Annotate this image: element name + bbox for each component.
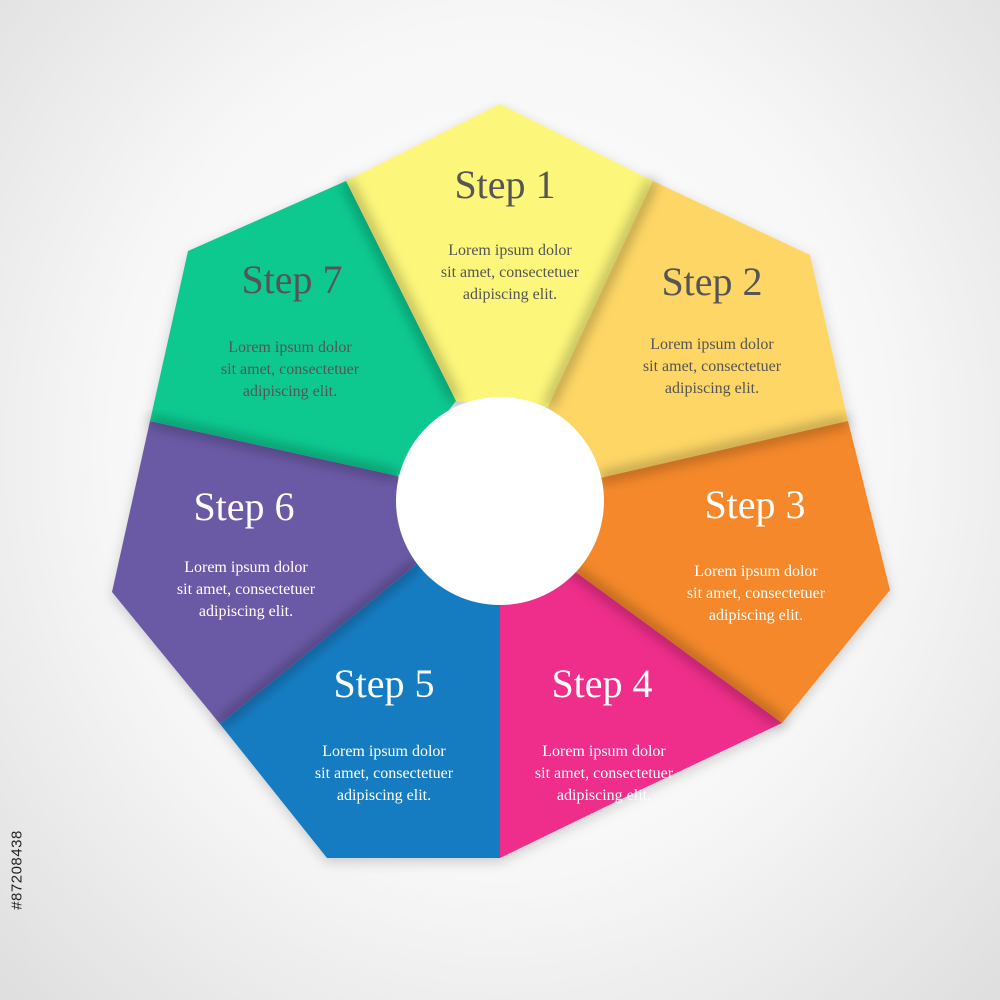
- step-7-fold-shadow: [341, 178, 461, 404]
- step-1-body-line-1: Lorem ipsum dolor: [448, 242, 572, 259]
- step-2-fold-shadow: [598, 416, 850, 483]
- step-2-body-line-1: Lorem ipsum dolor: [650, 336, 774, 353]
- image-id-label: #87208438: [2, 770, 32, 970]
- step-5-segment: [220, 563, 500, 858]
- step-7-title: Step 7: [241, 257, 342, 302]
- step-6-fold-shadow: [148, 416, 400, 481]
- step-4-body-line-1: Lorem ipsum dolor: [542, 743, 666, 760]
- step-6-segment: [112, 421, 418, 724]
- step-3-body-line-1: Lorem ipsum dolor: [694, 563, 818, 580]
- step-labels: Step 1 Lorem ipsum dolor sit amet, consect…: [177, 162, 826, 804]
- step-3-body-line-3: adipiscing elit.: [709, 607, 803, 624]
- step-7-body-line-2: sit amet, consectetuer: [221, 361, 360, 378]
- step-6-title: Step 6: [193, 484, 294, 529]
- image-id-text: #87208438: [8, 830, 26, 910]
- step-1-body-line-2: sit amet, consectetuer: [441, 264, 580, 281]
- step-2-body-line-2: sit amet, consectetuer: [643, 358, 782, 375]
- step-2-body-line-3: adipiscing elit.: [665, 380, 759, 397]
- step-1-body-line-3: adipiscing elit.: [463, 286, 557, 303]
- step-4-title: Step 4: [551, 661, 652, 706]
- step-3-body-line-2: sit amet, consectetuer: [687, 585, 826, 602]
- step-5-fold-shadow: [216, 559, 422, 728]
- step-2-title: Step 2: [661, 259, 762, 304]
- step-6-body-line-3: adipiscing elit.: [199, 603, 293, 620]
- step-5-title: Step 5: [333, 661, 434, 706]
- step-1-title: Step 1: [454, 162, 555, 207]
- step-1-fold-shadow: [543, 178, 658, 410]
- step-4-body-line-2: sit amet, consectetuer: [535, 765, 674, 782]
- step-4-segment: [500, 568, 782, 858]
- step-5-body-line-2: sit amet, consectetuer: [315, 765, 454, 782]
- step-3-fold-shadow: [567, 563, 785, 728]
- step-6-body-line-2: sit amet, consectetuer: [177, 581, 316, 598]
- step-7-body-line-1: Lorem ipsum dolor: [228, 339, 352, 356]
- step-6-body-line-1: Lorem ipsum dolor: [184, 559, 308, 576]
- step-4-body-line-3: adipiscing elit.: [557, 787, 651, 804]
- step-3-title: Step 3: [704, 482, 805, 527]
- step-3-segment: [570, 421, 890, 723]
- step-5-body-line-1: Lorem ipsum dolor: [322, 743, 446, 760]
- fold-shadows: [148, 178, 850, 858]
- center-circle: [396, 397, 604, 605]
- step-7-body-line-3: adipiscing elit.: [243, 383, 337, 400]
- step-5-body-line-3: adipiscing elit.: [337, 787, 431, 804]
